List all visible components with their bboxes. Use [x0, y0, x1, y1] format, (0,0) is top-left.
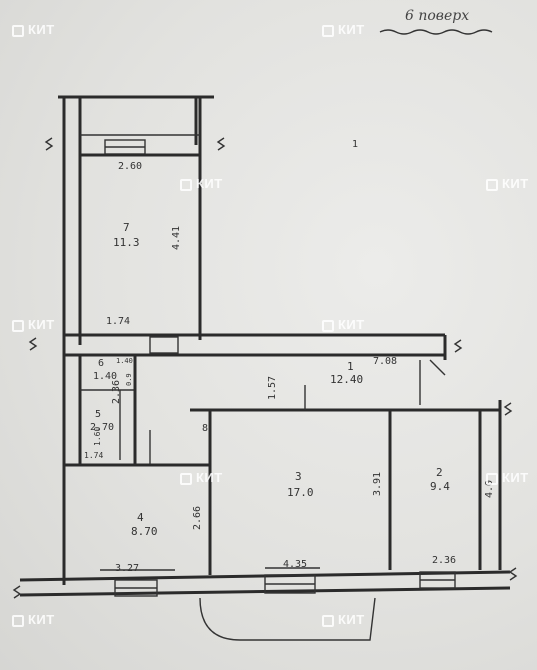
dimension-label: 1.74: [106, 316, 131, 327]
dimension-label: 1.74: [84, 451, 104, 460]
kit-logo-icon: [12, 320, 24, 332]
kit-logo-icon: [322, 25, 334, 37]
dimension-label: 4.35: [283, 559, 308, 570]
watermark: КИТ: [486, 470, 529, 485]
floor-title: 6 поверх: [405, 8, 470, 24]
title-underline: [379, 29, 493, 35]
room-2-number: 2: [436, 466, 443, 479]
dimension-label: 2.36: [111, 379, 122, 404]
kit-logo-icon: [486, 473, 498, 485]
dimension-label: 4.41: [171, 225, 182, 250]
room-2-area: 9.4: [430, 480, 450, 493]
kit-logo-icon: [322, 320, 334, 332]
break-mark-left: [28, 337, 38, 351]
room-6-area: 1.40: [93, 371, 118, 382]
break-mark-top-left: [44, 137, 54, 151]
room-7-number: 7: [123, 221, 130, 234]
dimension-label: 0.9: [125, 373, 133, 386]
room-3-area: 17.0: [287, 486, 314, 499]
break-mark-right: [503, 402, 513, 416]
pencil-mark: 1: [352, 139, 359, 150]
kit-logo-icon: [486, 179, 498, 191]
room-5-number: 5: [95, 409, 102, 420]
kit-logo-icon: [322, 615, 334, 627]
watermark: КИТ: [322, 22, 365, 37]
dimension-label: 3.91: [372, 471, 383, 496]
room-1-area: 12.40: [330, 373, 364, 386]
dimension-label: 8: [202, 423, 209, 434]
watermark: КИТ: [12, 317, 55, 332]
watermark: КИТ: [12, 612, 55, 627]
dimension-label: 1.40: [116, 357, 133, 365]
watermark: КИТ: [322, 317, 365, 332]
break-mark-top-right: [216, 137, 226, 151]
dimension-label: 1.57: [267, 375, 278, 400]
break-mark-bottom-right: [508, 567, 518, 581]
room-4-area: 8.70: [131, 525, 158, 538]
break-mark-corridor-right: [453, 339, 463, 353]
watermark: КИТ: [486, 176, 529, 191]
dimension-label: 2.36: [432, 555, 457, 566]
bay-below-room3: [199, 597, 376, 641]
room-7-area: 11.3: [113, 236, 140, 249]
kit-logo-icon: [12, 615, 24, 627]
kit-logo-icon: [180, 179, 192, 191]
watermark: КИТ: [322, 612, 365, 627]
room-4-number: 4: [137, 511, 144, 524]
dimension-label: 2.66: [192, 505, 203, 530]
room-1-number: 1: [347, 360, 354, 373]
kit-logo-icon: [180, 473, 192, 485]
dimension-label: 7.08: [373, 356, 398, 367]
dimension-label: 1.60: [93, 426, 102, 446]
break-mark-bottom-left: [12, 585, 22, 599]
watermark: КИТ: [12, 22, 55, 37]
dimension-label: 3.27: [115, 563, 140, 574]
watermark: КИТ: [180, 176, 223, 191]
dimension-label: 2.60: [118, 161, 143, 172]
room-6-number: 6: [98, 358, 105, 369]
door-room7: [149, 336, 179, 354]
kit-logo-icon: [12, 25, 24, 37]
room-3-number: 3: [295, 470, 302, 483]
room-5-area: 2.70: [90, 422, 115, 433]
watermark: КИТ: [180, 470, 223, 485]
